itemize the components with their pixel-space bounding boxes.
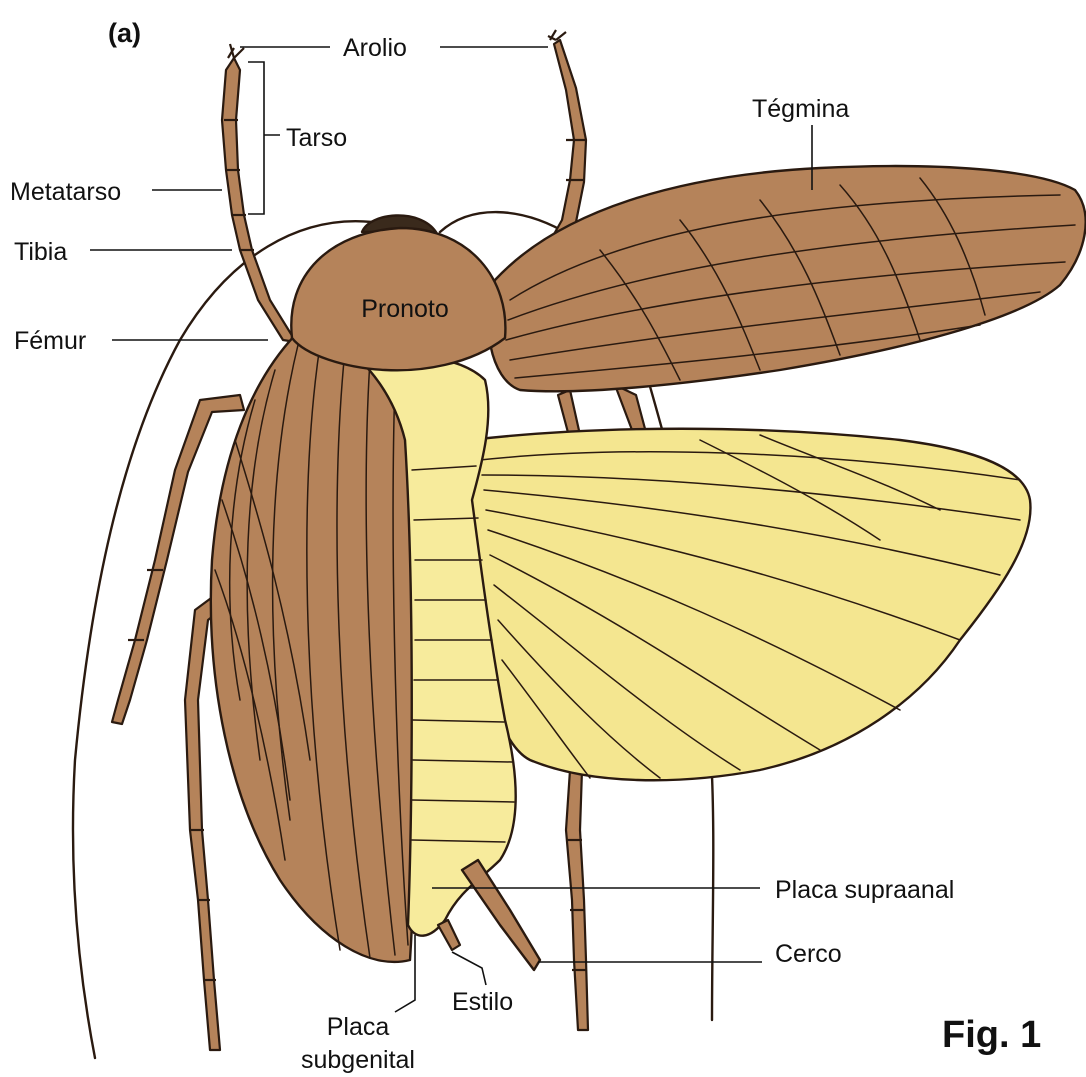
panel-label: (a)	[108, 18, 141, 48]
label-placa-subgenital-line2: subgenital	[301, 1046, 415, 1074]
label-femur: Fémur	[14, 327, 86, 355]
label-pronoto: Pronoto	[361, 295, 449, 323]
label-tegmina: Tégmina	[752, 95, 849, 123]
figure-label: Fig. 1	[942, 1014, 1041, 1056]
label-metatarso: Metatarso	[10, 178, 121, 206]
stylus	[438, 920, 460, 950]
label-tibia: Tibia	[14, 238, 67, 266]
hindwing	[468, 429, 1030, 780]
estilo-leader	[452, 952, 486, 985]
label-placa-subgenital-line1: Placa	[327, 1013, 390, 1041]
label-cerco: Cerco	[775, 940, 842, 968]
pronotum-head	[291, 215, 505, 370]
arolio-left	[228, 44, 244, 58]
cercus	[462, 860, 540, 970]
label-estilo: Estilo	[452, 988, 513, 1016]
label-placa-supraanal: Placa supraanal	[775, 876, 954, 904]
hind-right-leg	[566, 770, 588, 1030]
arolio-right	[548, 30, 566, 40]
front-left-leg	[222, 58, 296, 342]
label-arolio: Arolio	[343, 34, 407, 62]
left-tegmen	[211, 330, 417, 962]
tarso-bracket	[248, 62, 280, 214]
label-tarso: Tarso	[286, 124, 347, 152]
